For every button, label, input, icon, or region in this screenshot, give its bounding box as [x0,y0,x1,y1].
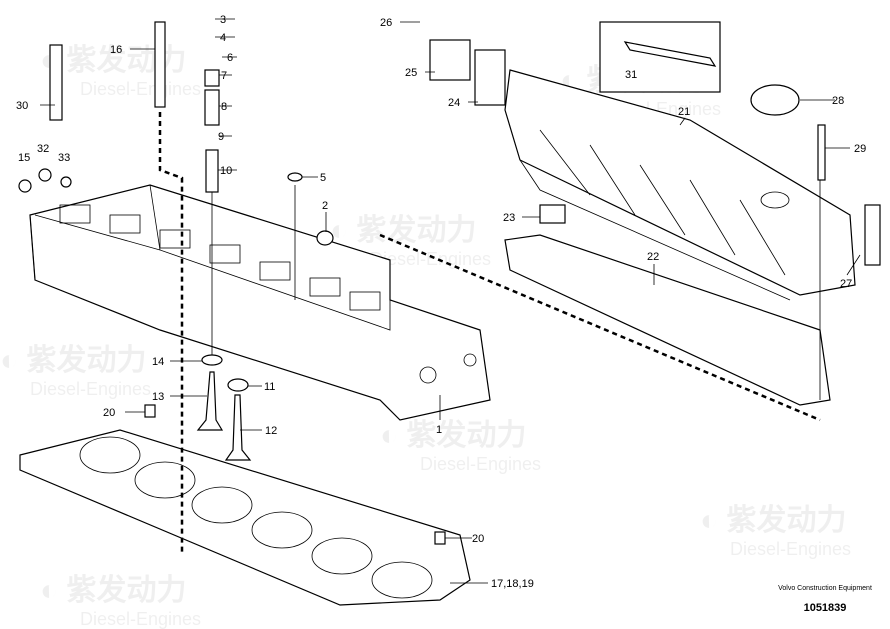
valve-cover-gasket[interactable] [504,234,831,406]
svg-text:◐ 紫发动力: ◐ 紫发动力 [330,214,476,247]
callout: 8 [221,101,227,113]
svg-text:Diesel-Engines: Diesel-Engines [80,609,201,629]
oil-filler-cap[interactable] [750,84,800,116]
callout: 7 [221,70,227,82]
callout: 25 [405,67,417,79]
callout: 20 [103,407,115,419]
valve-cover[interactable] [504,69,856,301]
cylinder-head[interactable] [29,184,491,421]
callout: 6 [227,52,233,64]
gasket-24[interactable] [474,49,506,106]
callout: 28 [832,95,844,107]
callout: 4 [220,32,226,44]
svg-text:◐ 紫发动力: ◐ 紫发动力 [380,419,526,452]
callout: 27 [840,278,852,290]
drawing-number: 1051839 [803,602,847,614]
callout: 17,18,19 [491,578,534,590]
callout: 11 [264,381,275,393]
callout: 21 [678,106,690,118]
part-27[interactable] [864,204,881,266]
callout: 2 [322,200,328,212]
callout: 14 [152,356,164,368]
callout: 5 [320,172,326,184]
bracket-23[interactable] [539,204,566,224]
svg-text:◐ 紫发动力: ◐ 紫发动力 [40,574,186,607]
svg-text:Diesel-Engines: Diesel-Engines [80,79,201,99]
callout: 33 [58,152,70,164]
callout: 9 [218,131,224,143]
callout: 3 [220,14,226,26]
callout: 32 [37,143,49,155]
callout: 20 [472,533,484,545]
callout: 26 [380,17,392,29]
callout: 22 [647,251,659,263]
svg-text:Diesel-Engines: Diesel-Engines [30,379,151,399]
callout: 10 [220,165,232,177]
svg-text:Diesel-Engines: Diesel-Engines [370,249,491,269]
svg-text:◐ 紫发动力: ◐ 紫发动力 [0,344,146,377]
callout: 16 [110,44,122,56]
callout: 31 [625,69,637,81]
callout: 29 [854,143,866,155]
svg-text:Diesel-Engines: Diesel-Engines [730,539,851,559]
svg-text:◐ 紫发动力: ◐ 紫发动力 [700,504,846,537]
head-gasket[interactable] [19,429,471,606]
callout: 13 [152,391,164,403]
bolts-and-valves[interactable] [18,21,826,545]
callout: 15 [18,152,30,164]
seal-strip[interactable] [623,41,717,67]
callout-labels: 3 4 6 7 8 9 10 16 30 32 15 33 5 2 1 14 1… [16,14,866,590]
callout: 12 [265,425,277,437]
company-name: Volvo Construction Equipment [778,585,872,592]
callout: 1 [436,424,442,436]
callout: 23 [503,212,515,224]
callout: 24 [448,97,460,109]
bracket-25[interactable] [429,39,471,81]
svg-text:Diesel-Engines: Diesel-Engines [420,454,541,474]
leader-lines [40,18,861,584]
callout: 30 [16,100,28,112]
